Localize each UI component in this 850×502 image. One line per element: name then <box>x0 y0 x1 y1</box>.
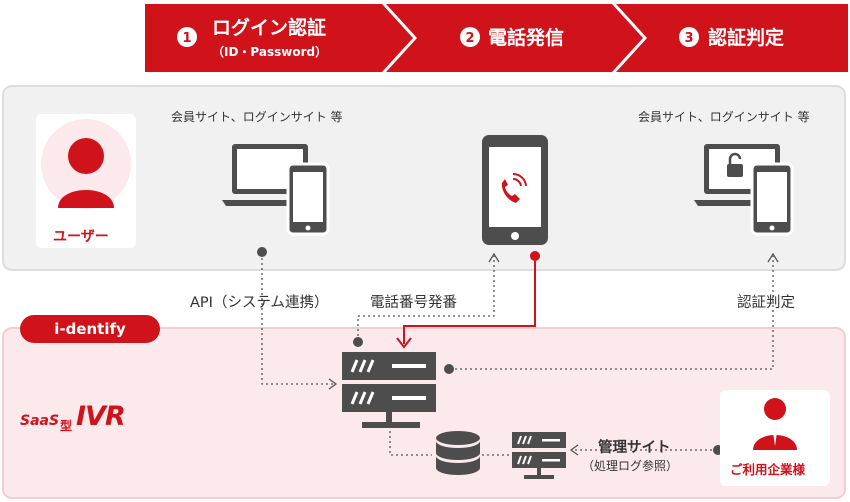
api-label: API（システム連携） <box>190 295 329 311</box>
step-2-arrow <box>386 4 643 72</box>
laptop-phone-icon <box>222 144 330 236</box>
admin-site-sublabel: （処理ログ参照） <box>582 459 679 473</box>
step-1: 1 ログイン認証 （ID・Password） <box>145 4 413 72</box>
step-3-number: 3 <box>684 31 693 46</box>
step-3-title: 認証判定 <box>708 26 784 49</box>
api-connector <box>257 247 338 390</box>
judgement-connector <box>444 252 779 374</box>
saas-ivr-logo: SaaS 型 IVR <box>20 398 150 440</box>
step-1-number-badge <box>177 27 197 47</box>
auth-judgement-label: 認証判定 <box>737 295 795 311</box>
ivr-server-icon <box>342 352 436 428</box>
step-3-arrow <box>616 4 848 72</box>
saas-type: 型 <box>60 419 73 433</box>
step-2-title: 電話発信 <box>488 26 564 49</box>
step-3: 3 認証判定 <box>616 4 848 72</box>
service-badge: i-dentify <box>20 315 160 343</box>
step-2-number: 2 <box>465 31 474 46</box>
phone-number-label: 電話番号発番 <box>370 295 457 311</box>
step-2: 2 電話発信 <box>386 4 643 72</box>
phone-number-connector <box>353 252 500 347</box>
admin-server-icon <box>512 432 566 479</box>
call-connector <box>396 251 540 349</box>
admin-site-label: 管理サイト <box>598 440 671 456</box>
laptop-lock-phone-icon <box>694 144 794 236</box>
database-icon <box>436 431 480 475</box>
step-1-title: ログイン認証 <box>212 16 326 39</box>
server-db-connector <box>389 426 432 456</box>
step-2-number-badge <box>460 27 480 47</box>
site-label-right: 会員サイト、ログインサイト 等 <box>638 110 810 124</box>
step-3-number-badge <box>679 27 699 47</box>
company-label: ご利用企業様 <box>730 462 806 477</box>
step-1-number: 1 <box>182 31 191 46</box>
smartphone-call-icon <box>482 135 548 245</box>
user-label: ユーザー <box>53 229 109 245</box>
business-person-icon <box>753 398 797 450</box>
step-banner: 1 ログイン認証 （ID・Password） 2 電話発信 3 認証判定 <box>145 4 848 72</box>
step-1-arrow <box>145 4 413 72</box>
saas-prefix: SaaS <box>20 413 60 429</box>
user-icon <box>41 119 131 209</box>
site-label-left: 会員サイト、ログインサイト 等 <box>171 110 343 124</box>
saas-product: IVR <box>76 401 126 432</box>
step-1-subtitle: （ID・Password） <box>212 44 327 59</box>
